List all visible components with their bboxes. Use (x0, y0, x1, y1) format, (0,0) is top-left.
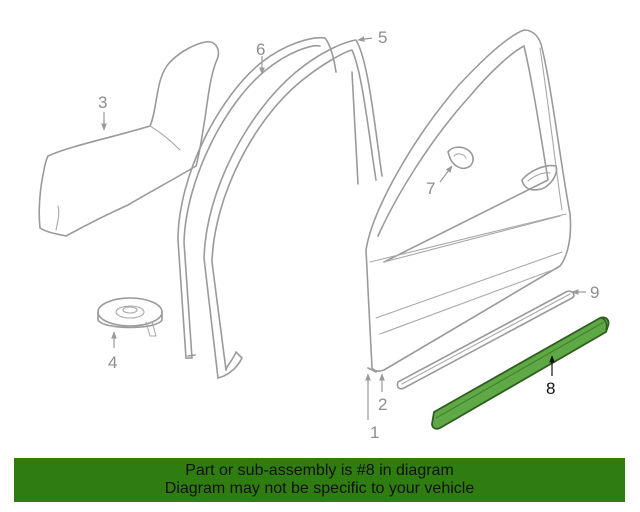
parts-diagram: 1 2 3 4 5 6 7 8 9 (38, 28, 610, 442)
callout-2[interactable]: 2 (378, 395, 387, 414)
callout-3[interactable]: 3 (98, 93, 107, 112)
callout-6[interactable]: 6 (256, 40, 265, 59)
part-7-shape (447, 146, 474, 170)
door-shell (365, 29, 572, 373)
callout-4[interactable]: 4 (108, 353, 117, 372)
part-5-shape (203, 39, 383, 379)
callout-9[interactable]: 9 (590, 283, 599, 302)
callout-7[interactable]: 7 (426, 179, 435, 198)
diagram-notice-banner: Part or sub-assembly is #8 in diagram Di… (14, 458, 625, 502)
part-6-shape (177, 36, 337, 359)
part-8-shape (431, 316, 610, 430)
callout-1[interactable]: 1 (370, 423, 379, 442)
banner-line-part: Part or sub-assembly is #8 in diagram (185, 462, 454, 479)
leader-7 (439, 165, 453, 183)
banner-line-disclaimer: Diagram may not be specific to your vehi… (164, 480, 475, 497)
part-3-shape (38, 40, 220, 237)
part-9-shape (396, 290, 575, 390)
leader-5 (357, 36, 373, 42)
callout-5[interactable]: 5 (378, 28, 387, 47)
callout-8[interactable]: 8 (546, 379, 555, 398)
part-4-shape (97, 297, 163, 337)
